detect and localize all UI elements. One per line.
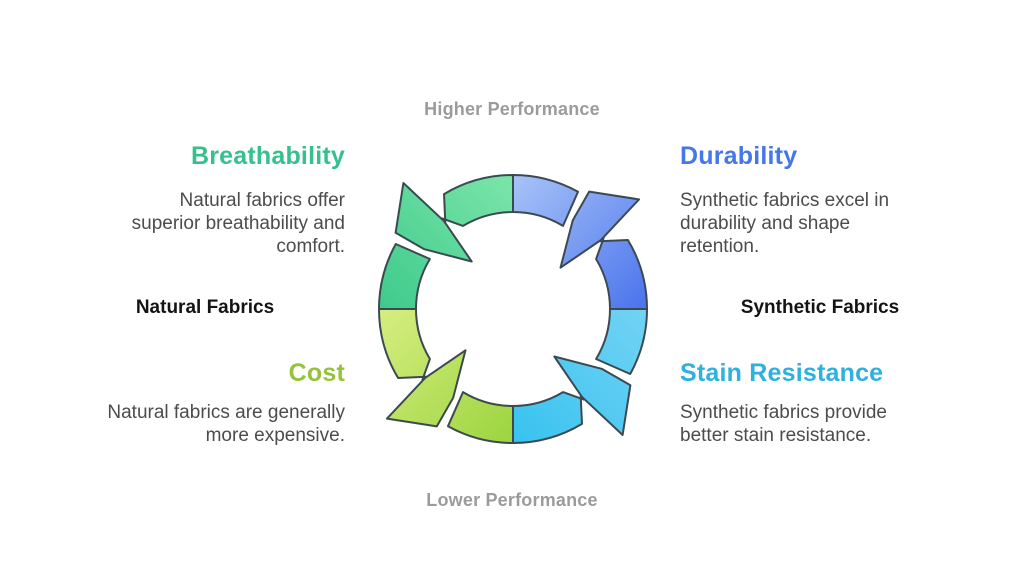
cost-segment [377,308,514,445]
breathability-description: Natural fabrics offer superior breathabi… [131,190,345,257]
stain-resistance-title: Stain Resistance [680,359,884,387]
cost-description: Natural fabrics are generally more expen… [107,402,345,446]
natural-fabrics-label: Natural Fabrics [135,297,275,318]
durability-title: Durability [680,142,798,170]
breathability-title: Breathability [190,142,345,170]
durability-description: Synthetic fabrics excel in durability an… [680,190,890,257]
synthetic-fabrics-label: Synthetic Fabrics [740,297,900,318]
durability-segment [512,173,649,310]
breathability-segment [377,173,514,310]
lower-performance-label: Lower Performance [426,490,598,510]
stain-resistance-segment [512,308,649,445]
stain-resistance-description: Synthetic fabrics provide better stain r… [680,402,887,446]
fabric-comparison-cycle-diagram [377,173,649,445]
cost-title: Cost [288,359,345,387]
higher-performance-label: Higher Performance [424,99,600,119]
